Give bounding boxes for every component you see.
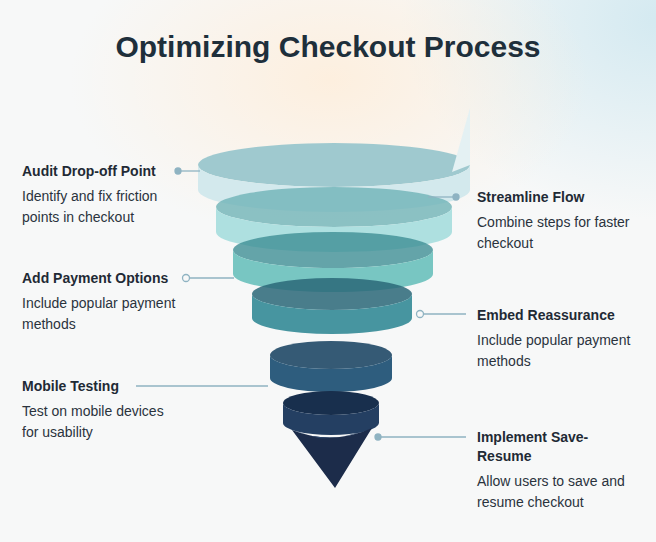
callout-heading: Audit Drop-off Point bbox=[22, 162, 182, 181]
callout-body: Include popular payment methods bbox=[22, 293, 182, 335]
callout-item: Implement Save-ResumeAllow users to save… bbox=[477, 428, 642, 513]
callout-heading: Mobile Testing bbox=[22, 377, 182, 396]
callout-item: Streamline FlowCombine steps for faster … bbox=[477, 188, 642, 254]
callout-heading: Embed Reassurance bbox=[477, 306, 642, 325]
callout-item: Audit Drop-off PointIdentify and fix fri… bbox=[22, 162, 182, 228]
callout-heading: Implement Save-Resume bbox=[477, 428, 597, 466]
callout-body: Include popular payment methods bbox=[477, 330, 642, 372]
callout-item: Embed ReassuranceInclude popular payment… bbox=[477, 306, 642, 372]
callout-body: Test on mobile devices for usability bbox=[22, 401, 182, 443]
callout-body: Combine steps for faster checkout bbox=[477, 212, 642, 254]
diagram-title: Optimizing Checkout Process bbox=[0, 30, 656, 64]
callout-heading: Add Payment Options bbox=[22, 269, 182, 288]
callout-heading: Streamline Flow bbox=[477, 188, 642, 207]
callout-body: Identify and fix friction points in chec… bbox=[22, 186, 182, 228]
callout-item: Add Payment OptionsInclude popular payme… bbox=[22, 269, 182, 335]
callout-body: Allow users to save and resume checkout bbox=[477, 471, 642, 513]
callout-item: Mobile TestingTest on mobile devices for… bbox=[22, 377, 182, 443]
